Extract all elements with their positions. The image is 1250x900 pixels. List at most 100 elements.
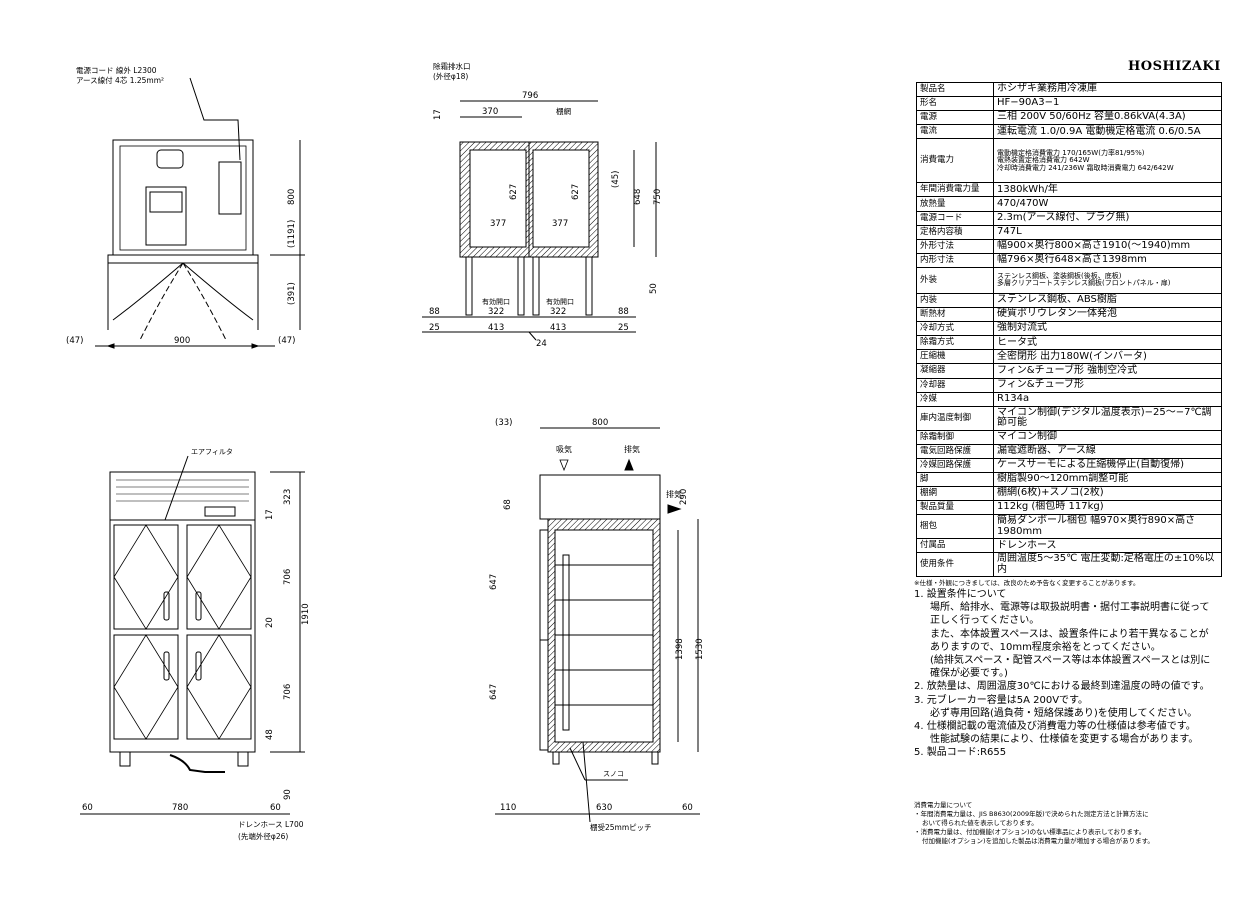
spec-row: 断熱材硬質ポリウレタン一体発泡 (916, 307, 1222, 323)
dim-side-60: 60 (682, 803, 693, 813)
dim-sec-413a: 413 (488, 323, 504, 333)
dim-side-110: 110 (500, 803, 516, 813)
spec-value: フィン&チューブ形 (993, 377, 1222, 393)
spec-row: 外装ステンレス鋼板、塗装鋼板(後板、底板)多層クリアコートステンレス鋼板(フロン… (916, 266, 1222, 294)
spec-disclaimer: ※仕様・外観につきましては、改良のため予告なく変更することがあります。 (914, 579, 1140, 587)
footnote-line: ・消費電力量は、付加機能(オプション)のない標準品により表示しております。 (914, 828, 1146, 836)
spec-value: ヒータ式 (993, 335, 1222, 351)
spec-key: 内装 (916, 292, 994, 309)
dim-sec-24: 24 (536, 339, 547, 349)
spec-value: ドレンホース (993, 538, 1222, 554)
air-filter-label: エアフィルタ (191, 447, 233, 456)
drain-dia-label: (外径φ18) (433, 71, 468, 81)
front-view: エアフィルタ 323 17 706 20 1910 706 48 90 (80, 447, 311, 841)
dim-front-20: 20 (265, 617, 275, 628)
spec-row: 内装ステンレス鋼板、ABS樹脂 (916, 292, 1222, 309)
dim-sec-750: 750 (653, 189, 663, 205)
spec-key: 年間消費電力量 (916, 182, 994, 198)
spec-value: 2.3m(アース線付、プラグ無) (993, 210, 1222, 226)
dim-sec-50: 50 (649, 283, 659, 294)
spec-value: 三相 200V 50/60Hz 容量0.86kVA(4.3A) (993, 110, 1222, 126)
section-view: 除霜排水口 (外径φ18) 796 370 17 棚網 627 627 377 … (422, 61, 663, 349)
dim-sec-627b: 627 (571, 184, 581, 200)
spec-row: 付属品ドレンホース (916, 538, 1222, 554)
dim-sec-322b: 322 (550, 307, 566, 317)
dim-side-68: 68 (503, 499, 513, 510)
spec-value: 1380kWh/年 (993, 182, 1222, 198)
spec-key: 使用条件 (916, 552, 994, 578)
spec-value: フィン&チューブ形 強制空冷式 (993, 363, 1222, 379)
dim-side-800: 800 (592, 418, 608, 428)
note-line: 確保が必要です。) (930, 668, 1008, 680)
dim-sec-377a: 377 (490, 219, 506, 229)
spec-value: 全密閉形 出力180W(インバータ) (993, 349, 1222, 365)
dim-front-1910: 1910 (301, 603, 311, 625)
spec-value-line: 多層クリアコートステンレス鋼板(フロントパネル・扉) (997, 279, 1171, 288)
power-cord-label: 電源コード 線外 L2300 (76, 65, 157, 75)
exhaust-top-label: 排気 (624, 444, 640, 454)
dim-side-630: 630 (596, 803, 612, 813)
dim-front-706b: 706 (283, 684, 293, 700)
footnote-line: ・年間消費電力量は、JIS B8630(2009年版)で決められた測定方法と計算… (914, 810, 1149, 818)
spec-value: 簡易ダンボール梱包 幅970×奥行890×高さ1980mm (993, 514, 1222, 540)
spec-value: ステンレス鋼板、ABS樹脂 (993, 292, 1222, 309)
dim-front-60b: 60 (270, 803, 281, 813)
dim-sec-648: 648 (633, 189, 643, 205)
spec-key: 付属品 (916, 538, 994, 554)
exhaust-side-label: 排気 (666, 489, 682, 499)
dim-top-side-right: (47) (278, 336, 295, 346)
spec-value-line: 電動機定格消費電力 170/165W(力率81/95%) (997, 148, 1145, 157)
earth-wire-label: アース線付 4芯 1.25mm² (76, 75, 164, 85)
dim-sec-45: (45) (611, 171, 621, 188)
dim-sec-413b: 413 (550, 323, 566, 333)
dim-front-323: 323 (283, 489, 293, 505)
spec-key: 放熱量 (916, 196, 994, 212)
spec-row: 除霜方式ヒータ式 (916, 335, 1222, 351)
spec-key: 外形寸法 (916, 238, 994, 254)
spec-key: 除霜方式 (916, 335, 994, 351)
spec-key: 製品名 (916, 81, 994, 98)
spec-row: 内形寸法幅796×奥行648×高さ1398mm (916, 252, 1222, 268)
dim-front-17: 17 (265, 509, 275, 520)
shelf-net-label: 棚網 (556, 106, 571, 116)
spec-value: ケースサーモによる圧縮機停止(自動復帰) (993, 457, 1222, 473)
spec-value: ホシザキ業務用冷凍庫 (993, 81, 1222, 98)
spec-value: 運転電流 1.0/0.9A 電動機定格電流 0.6/0.5A (993, 124, 1222, 140)
note-line: (給排気スペース・配管スペース等は本体設置スペースとは別に (930, 655, 1211, 667)
note-line: また、本体設置スペースは、設置条件により若干異なることが (930, 628, 1209, 640)
note-line: ありますので、10mm程度余裕をとってください。 (930, 641, 1161, 653)
spec-value: 112kg (梱包時 117kg) (993, 500, 1222, 516)
technical-drawing: 電源コード 線外 L2300 アース線付 4芯 1.25mm² 900 (47)… (66, 61, 705, 841)
dim-sec-370: 370 (482, 107, 498, 117)
note-line: 5. 製品コード:R655 (914, 747, 1007, 759)
footnote-line: 付加機能(オプション)を追加した製品は消費電力量が増加する場合があります。 (922, 837, 1154, 845)
spec-key: 形名 (916, 96, 994, 112)
spec-key: 定格内容積 (916, 224, 994, 240)
footnote-line: 消費電力量について (914, 801, 973, 809)
spec-key: 庫内温度制御 (916, 405, 994, 431)
dim-sec-88a: 88 (429, 307, 440, 317)
note-line: 1. 設置条件について (914, 589, 1007, 600)
spec-value: マイコン制御(デジタル温度表示)−25〜−7℃調節可能 (993, 405, 1222, 431)
energy-footnote: 消費電力量について・年間消費電力量は、JIS B8630(2009年版)で決めら… (914, 801, 1234, 846)
shelf-pitch-label: 棚受25mmピッチ (590, 822, 652, 832)
dim-sec-17: 17 (433, 109, 443, 120)
effective-opening-right: 有効開口 (546, 297, 574, 306)
spec-row: 電流運転電流 1.0/0.9A 電動機定格電流 0.6/0.5A (916, 124, 1222, 140)
dim-sec-88b: 88 (618, 307, 629, 317)
note-line: 正しく行ってください。 (930, 615, 1040, 627)
installation-notes: 1. 設置条件について場所、給排水、電源等は取扱説明書・据付工事説明書に従って正… (914, 588, 1234, 760)
note-line: 性能試験の結果により、仕様値を変更する場合があります。 (930, 734, 1199, 746)
spec-value: ステンレス鋼板、塗装鋼板(後板、底板)多層クリアコートステンレス鋼板(フロントパ… (993, 266, 1222, 294)
spec-key: 梱包 (916, 514, 994, 540)
spec-value: 幅900×奥行800×高さ1910(〜1940)mm (993, 238, 1222, 254)
spec-key: 凝縮器 (916, 363, 994, 379)
spec-key: 脚 (916, 471, 994, 488)
spec-value: 棚網(6枚)+スノコ(2枚) (993, 486, 1222, 502)
spec-row: 冷却器フィン&チューブ形 (916, 377, 1222, 393)
spec-row: 冷却方式強制対流式 (916, 321, 1222, 337)
